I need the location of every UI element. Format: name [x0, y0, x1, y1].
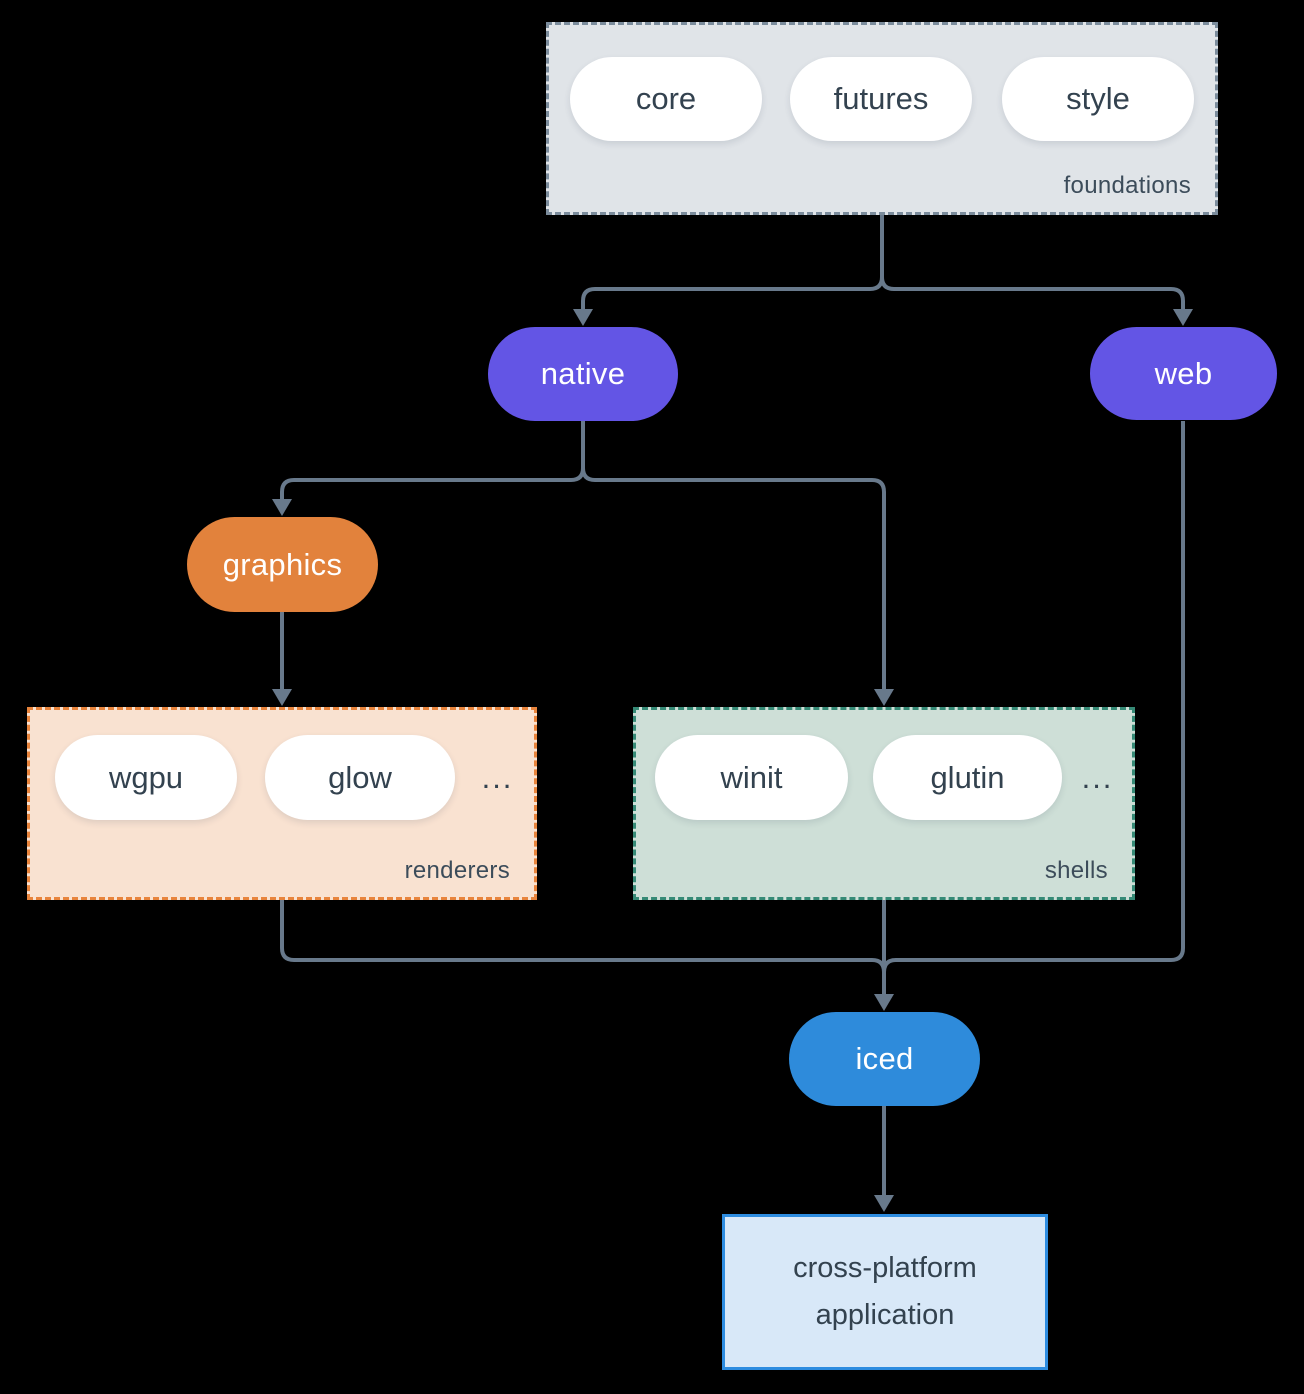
- arrowhead-iced-application: [874, 1195, 894, 1212]
- arrowhead-merge-iced: [874, 994, 894, 1011]
- arrowhead-foundations-native: [573, 309, 593, 326]
- arrowhead-foundations-web: [1173, 309, 1193, 326]
- connector-renderers-iced: [280, 900, 886, 973]
- application-label-line1: cross-platform: [793, 1252, 977, 1284]
- node-wgpu: wgpu: [55, 735, 237, 820]
- node-glutin: glutin: [873, 735, 1062, 820]
- foundations-group: core futures style foundations: [546, 22, 1218, 215]
- renderers-ellipsis: ...: [481, 759, 514, 795]
- connector-foundations-web: [880, 215, 1185, 309]
- shells-group: winit glutin ... shells: [633, 707, 1135, 900]
- arrowhead-native-shells: [874, 689, 894, 706]
- connector-foundations-native: [581, 215, 884, 309]
- arrowhead-native-graphics: [272, 499, 292, 516]
- renderers-group-label: renderers: [404, 857, 510, 884]
- foundations-group-label: foundations: [1063, 172, 1191, 199]
- node-core: core: [570, 57, 762, 141]
- application-box: cross-platform application: [722, 1214, 1048, 1370]
- renderers-group: wgpu glow ... renderers: [27, 707, 537, 900]
- node-web: web: [1090, 327, 1277, 420]
- node-glow: glow: [265, 735, 455, 820]
- connector-native-shells: [581, 421, 886, 689]
- node-native: native: [488, 327, 678, 421]
- node-futures: futures: [790, 57, 972, 141]
- application-label-line2: application: [815, 1299, 955, 1331]
- node-graphics: graphics: [187, 517, 378, 612]
- shells-ellipsis: ...: [1081, 759, 1114, 795]
- node-winit: winit: [655, 735, 848, 820]
- arrowhead-graphics-renderers: [272, 689, 292, 706]
- node-iced: iced: [789, 1012, 980, 1106]
- connector-native-graphics: [280, 421, 585, 499]
- shells-group-label: shells: [1044, 857, 1108, 884]
- node-style: style: [1002, 57, 1194, 141]
